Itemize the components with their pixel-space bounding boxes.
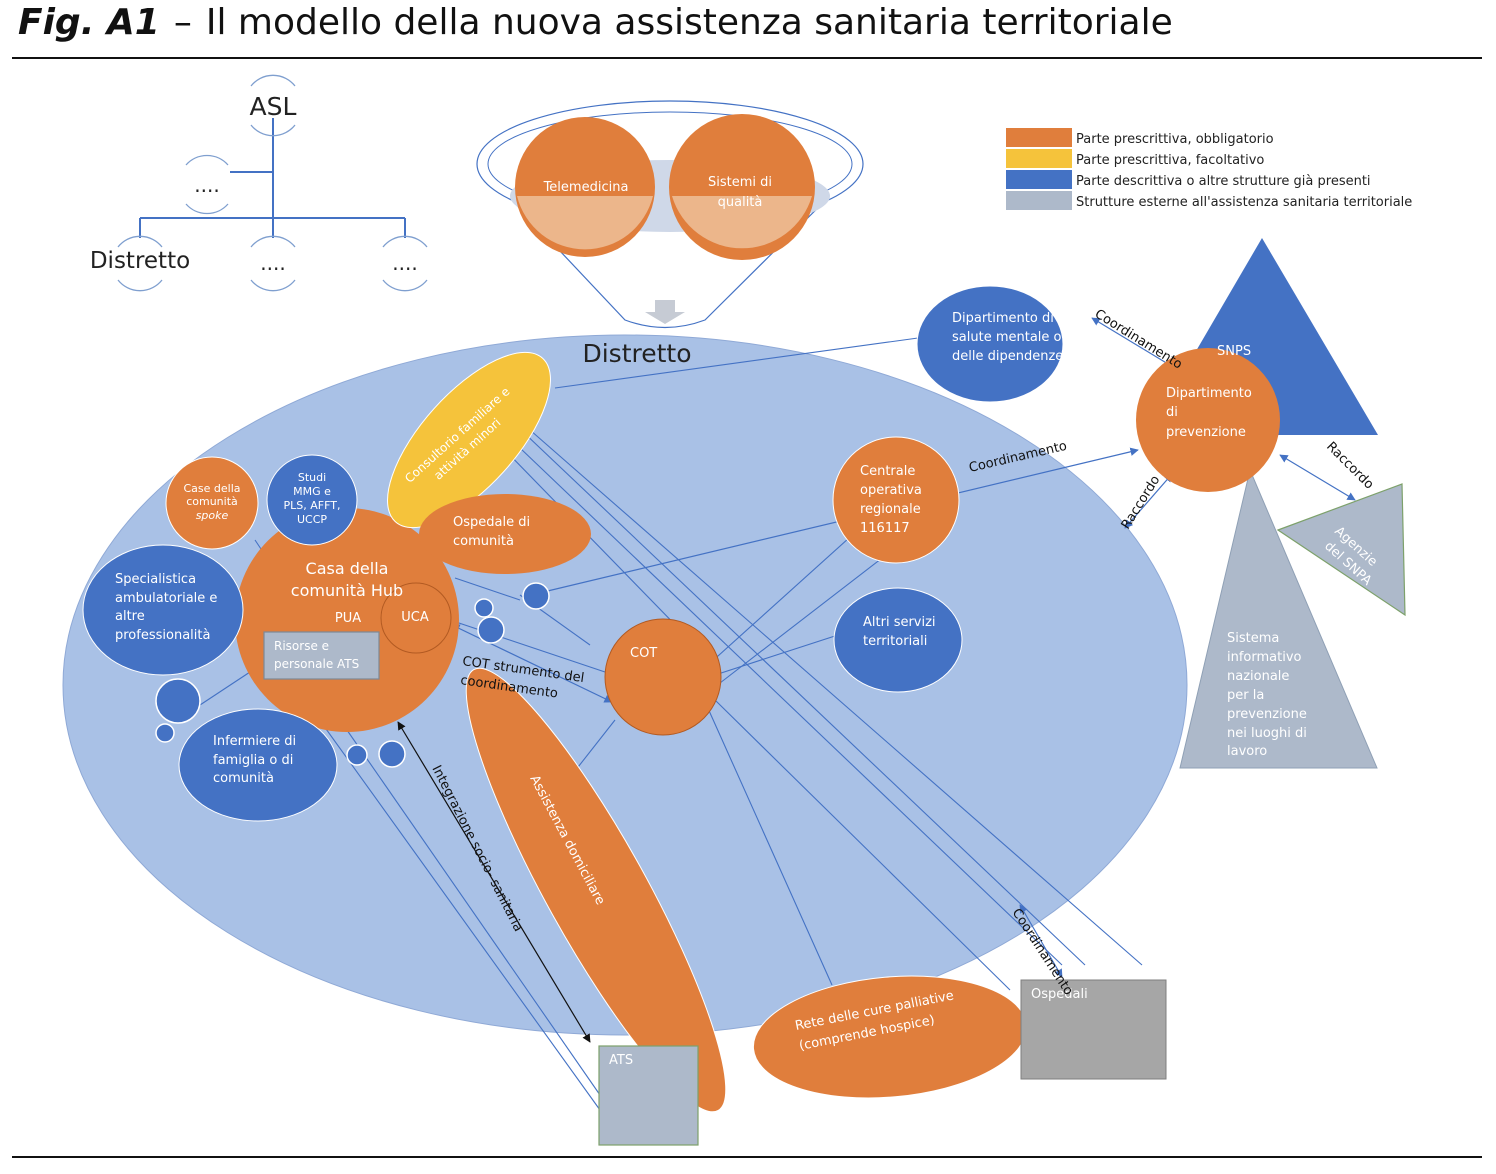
- ospedale-comunita-label-2: comunità: [453, 534, 514, 549]
- case-spoke-label-1: Case della: [183, 482, 240, 495]
- sistema-informativo-triangle: [1179, 468, 1378, 769]
- infermiere-label-2: famiglia o di: [213, 753, 293, 768]
- uca-label: UCA: [401, 610, 429, 625]
- sistema-info-label-2: informativo: [1227, 650, 1302, 665]
- sistema-info-label-6: nei luoghi di: [1227, 726, 1307, 741]
- pua-label: PUA: [335, 611, 361, 626]
- ats-label: ATS: [609, 1053, 633, 1068]
- legend-label-1: Parte prescrittiva, obbligatorio: [1076, 132, 1274, 147]
- agenzie-triangle: [1276, 483, 1406, 617]
- centrale-label-3: regionale: [860, 502, 921, 517]
- org-dots-1: ....: [194, 173, 219, 197]
- sistema-info-label-3: nazionale: [1227, 669, 1289, 684]
- ospedale-comunita-node: [419, 494, 591, 574]
- infermiere-node: [178, 708, 338, 822]
- raccordo-label-1: Raccordo: [1119, 473, 1164, 532]
- sistema-info-label-1: Sistema: [1227, 631, 1279, 646]
- altri-servizi-label-2: territoriali: [863, 634, 927, 649]
- dip-prevenzione-label-3: prevenzione: [1166, 425, 1246, 440]
- figure-title: Fig. A1–Il modello della nuova assistenz…: [18, 2, 1173, 43]
- ospedali-box: [1020, 979, 1167, 1080]
- centrale-operativa-node: [832, 436, 960, 564]
- legend: Parte prescrittiva, obbligatorio Parte p…: [1006, 128, 1412, 210]
- legend-swatch-orange: [1006, 128, 1072, 147]
- specialistica-label-1: Specialistica: [115, 572, 196, 587]
- dip-prevenzione-label-2: di: [1166, 405, 1178, 420]
- altri-servizi-label-1: Altri servizi: [863, 615, 936, 630]
- casa-hub-label-2: comunità Hub: [291, 581, 403, 600]
- specialistica-label-3: altre: [115, 609, 145, 624]
- funnel-arrow-icon: [645, 300, 685, 324]
- distretto-title: Distretto: [582, 339, 691, 368]
- ats-box: [598, 1045, 699, 1146]
- legend-swatch-blue: [1006, 170, 1072, 189]
- case-spoke-label-3: spoke: [196, 509, 229, 522]
- consultorio-node: [387, 351, 551, 529]
- ospedali-label: Ospedali: [1031, 987, 1088, 1002]
- org-dots-2: ....: [260, 251, 285, 275]
- figure-dash: –: [173, 2, 192, 43]
- uca-node: [380, 582, 452, 654]
- risorse-label-1: Risorse e: [274, 639, 329, 653]
- studi-label-1: Studi: [298, 471, 326, 484]
- sistemi-label-1: Sistemi di: [708, 175, 772, 190]
- cot-node: [604, 618, 722, 736]
- ospedale-comunita-label-1: Ospedale di: [453, 515, 530, 530]
- dipartimento-prevenzione-node: [1136, 348, 1280, 492]
- asl-label: ASL: [250, 92, 297, 121]
- telemedicina-label: Telemedicina: [543, 180, 629, 195]
- sistema-info-label-4: per la: [1227, 688, 1264, 703]
- org-dots-3: ....: [392, 251, 417, 275]
- altri-servizi-node: [833, 587, 963, 693]
- infermiere-label-3: comunità: [213, 771, 274, 786]
- cot-label: COT: [630, 646, 657, 661]
- funnel: Telemedicina Sistemi di qualità: [476, 100, 864, 329]
- figure-title-text: Il modello della nuova assistenza sanita…: [205, 2, 1173, 43]
- legend-label-3: Parte descrittiva o altre strutture già …: [1076, 174, 1371, 189]
- assistenza-domiciliare-node: [465, 667, 727, 1113]
- dip-salute-label-1: Dipartimento di: [952, 311, 1054, 326]
- casa-hub-label-1: Casa della: [306, 559, 389, 578]
- specialistica-node: [82, 544, 244, 676]
- centrale-label-4: 116117: [860, 521, 910, 536]
- coordinamento-label-1: Coordinamento: [1092, 307, 1185, 373]
- org-chart: ASL .... Distretto .... ....: [90, 74, 428, 292]
- studi-mmg-node: [266, 454, 358, 546]
- dip-prevenzione-label-1: Dipartimento: [1166, 386, 1252, 401]
- figure-label: Fig. A1: [18, 2, 160, 43]
- studi-label-3: PLS, AFFT,: [284, 499, 341, 512]
- centrale-label-1: Centrale: [860, 464, 915, 479]
- dipartimento-salute-mentale-node: [916, 285, 1064, 403]
- arrows: [397, 317, 1356, 1043]
- risorse-label-2: personale ATS: [274, 657, 359, 671]
- org-distretto-label: Distretto: [90, 248, 190, 274]
- studi-label-4: UCCP: [297, 513, 327, 526]
- dip-salute-label-3: delle dipendenze: [952, 349, 1063, 364]
- studi-label-2: MMG e: [293, 485, 331, 498]
- case-spoke-label-2: comunità: [186, 495, 238, 508]
- legend-swatch-yellow: [1006, 149, 1072, 168]
- case-spoke-node: [165, 456, 259, 550]
- sistema-info-label-7: lavoro: [1227, 744, 1267, 759]
- legend-label-4: Strutture esterne all'assistenza sanitar…: [1076, 195, 1412, 210]
- infermiere-label-1: Infermiere di: [213, 734, 296, 749]
- specialistica-label-2: ambulatoriale e: [115, 591, 217, 606]
- dip-salute-label-2: salute mentale o: [952, 330, 1062, 345]
- legend-label-2: Parte prescrittiva, facoltativo: [1076, 153, 1264, 168]
- raccordo-label-2: Raccordo: [1323, 439, 1376, 492]
- sistemi-label-2: qualità: [718, 195, 763, 210]
- sistema-info-label-5: prevenzione: [1227, 707, 1307, 722]
- risorse-ats-node: [263, 631, 380, 680]
- specialistica-label-4: professionalità: [115, 628, 210, 643]
- centrale-label-2: operativa: [860, 483, 922, 498]
- snps-label: SNPS: [1217, 344, 1251, 359]
- legend-swatch-grey: [1006, 191, 1072, 210]
